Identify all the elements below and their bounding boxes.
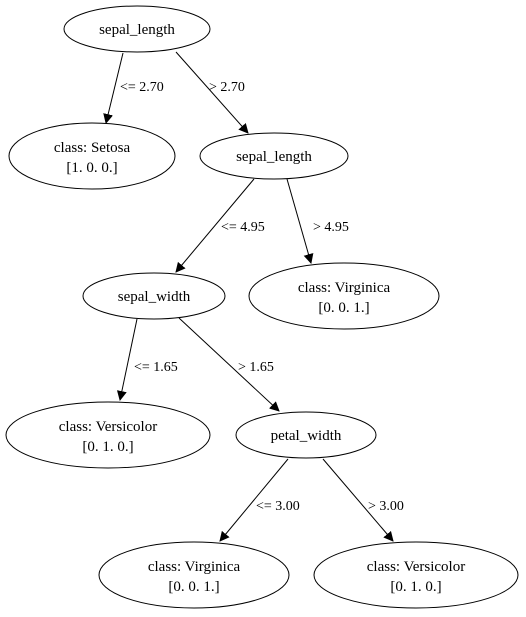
nodes: sepal_length class: Setosa [1. 0. 0.] se… bbox=[5, 5, 519, 609]
node-leaf-versicolor-1: class: Versicolor [0. 1. 0.] bbox=[5, 401, 211, 469]
node-leaf-versicolor-2-class: class: Versicolor bbox=[367, 559, 465, 575]
node-leaf-versicolor-1-class: class: Versicolor bbox=[59, 419, 157, 435]
edge-sw-left bbox=[116, 318, 138, 401]
edge-pw-right bbox=[322, 458, 394, 542]
node-split-petal-width: petal_width bbox=[235, 411, 377, 459]
node-leaf-virginica-2-class: class: Virginica bbox=[148, 559, 241, 575]
edge-label-pw-right: > 3.00 bbox=[368, 499, 404, 514]
edge-label-pw-left: <= 3.00 bbox=[256, 499, 300, 514]
edge-sl2-left bbox=[175, 178, 255, 273]
node-split-sepal-width: sepal_width bbox=[82, 272, 226, 320]
node-root-label: sepal_length bbox=[99, 22, 175, 38]
node-leaf-virginica-2-values: [0. 0. 1.] bbox=[168, 579, 219, 595]
node-leaf-versicolor-2: class: Versicolor [0. 1. 0.] bbox=[313, 541, 519, 609]
node-leaf-versicolor-1-values: [0. 1. 0.] bbox=[82, 439, 133, 455]
edge-root-right bbox=[175, 51, 249, 134]
edge-sl2-right bbox=[286, 178, 314, 264]
node-split-petal-width-label: petal_width bbox=[271, 428, 342, 444]
edge-label-sw-left: <= 1.65 bbox=[134, 360, 178, 375]
node-leaf-versicolor-2-values: [0. 1. 0.] bbox=[390, 579, 441, 595]
edge-sw-right bbox=[178, 317, 280, 412]
node-leaf-setosa-values: [1. 0. 0.] bbox=[66, 160, 117, 176]
edge-pw-left bbox=[219, 458, 289, 542]
edges: <= 2.70 > 2.70 <= 4.95 > 4.95 <= 1.65 > … bbox=[103, 51, 404, 542]
edge-label-sw-right: > 1.65 bbox=[238, 360, 274, 375]
node-leaf-setosa-class: class: Setosa bbox=[54, 140, 131, 156]
node-root: sepal_length bbox=[63, 5, 211, 53]
node-split-sepal-length-2: sepal_length bbox=[199, 132, 349, 180]
node-split-sepal-width-label: sepal_width bbox=[118, 289, 191, 305]
node-leaf-virginica-1-class: class: Virginica bbox=[298, 280, 391, 296]
edge-root-left bbox=[103, 52, 124, 124]
node-leaf-virginica-1: class: Virginica [0. 0. 1.] bbox=[248, 262, 440, 330]
node-leaf-setosa: class: Setosa [1. 0. 0.] bbox=[8, 122, 176, 190]
edge-label-sl2-left: <= 4.95 bbox=[221, 220, 265, 235]
edge-label-root-left: <= 2.70 bbox=[120, 80, 164, 95]
node-split-sepal-length-2-label: sepal_length bbox=[236, 149, 312, 165]
node-leaf-virginica-2: class: Virginica [0. 0. 1.] bbox=[98, 541, 290, 609]
edge-label-root-right: > 2.70 bbox=[209, 80, 245, 95]
edge-label-sl2-right: > 4.95 bbox=[313, 220, 349, 235]
node-leaf-virginica-1-values: [0. 0. 1.] bbox=[318, 300, 369, 316]
